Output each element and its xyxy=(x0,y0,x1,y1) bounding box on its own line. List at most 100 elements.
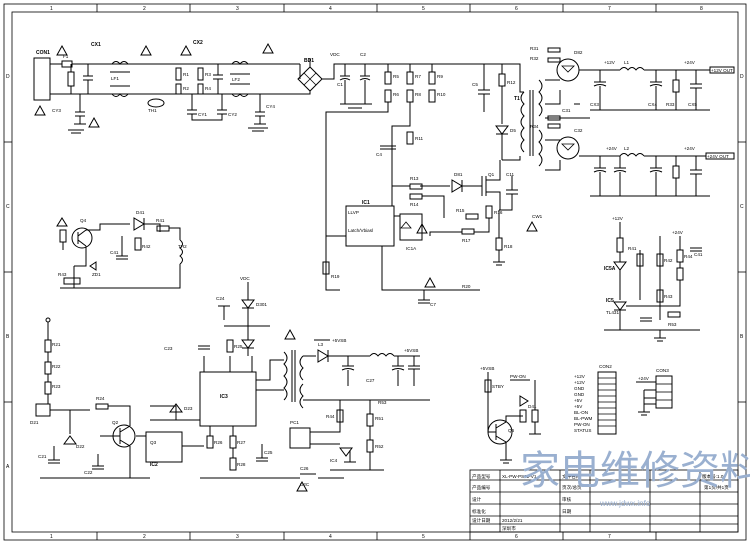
label-d22: D22 xyxy=(76,444,85,449)
safety-warning-icon xyxy=(34,104,46,116)
title-cell: 文件名称 xyxy=(562,473,581,480)
label-r2: R2 xyxy=(183,86,189,91)
safety-warning-icon xyxy=(526,220,538,232)
label-lf2: LF2 xyxy=(232,77,240,82)
zone-row-a: A xyxy=(6,464,10,470)
title-cell: 设计 xyxy=(472,496,482,503)
zone-row-d-right: D xyxy=(740,74,744,80)
con2-pin: STATUS xyxy=(574,428,591,433)
diode-d41 xyxy=(133,217,145,231)
con2-pin: PW-ON xyxy=(574,422,590,427)
label-r4: R4 xyxy=(205,86,211,91)
label-q3: Q3 xyxy=(150,440,157,445)
label-r25: R25 xyxy=(234,344,243,349)
zone-col-7-bottom: 7 xyxy=(608,534,611,540)
title-block: 产品型号 XL-PW-PS01-V1 文件名称 产品编号 页次/总页 第1页/共… xyxy=(469,469,739,533)
label-tl431: TL431 xyxy=(606,310,619,315)
shunt-tl431 xyxy=(613,301,627,311)
choke-lf2-top xyxy=(231,61,249,65)
zone-col-1: 1 xyxy=(50,6,53,12)
inductor-l1 xyxy=(619,67,645,71)
label-ic1: IC1 xyxy=(362,200,370,206)
label-r14: R14 xyxy=(410,202,419,207)
label-c27: C27 xyxy=(366,378,375,383)
label-r5: R5 xyxy=(393,74,399,79)
bridge-d21 xyxy=(35,403,51,417)
zone-col-6-bottom: 6 xyxy=(515,534,518,540)
label-th2: TH2 xyxy=(178,244,187,249)
label-r44b: R44 xyxy=(684,254,693,259)
zener-zd1 xyxy=(89,261,97,271)
label-r7: R7 xyxy=(415,74,421,79)
label-r51: R51 xyxy=(375,416,384,421)
label-d-pfc: D301 xyxy=(256,302,267,307)
label-c11: C11 xyxy=(506,172,515,177)
diode-d23 xyxy=(169,403,183,413)
title-cell: 产品编号 xyxy=(472,484,491,491)
label-llvp: LLVP xyxy=(348,210,359,215)
label-pc1: PC1 xyxy=(290,420,299,425)
label-r28: R28 xyxy=(237,462,246,467)
emi-filter-section: CON1 F1 CX1 LF1 TH1 R1 R2 R3 R4 xyxy=(33,40,300,134)
safety-warning-icon xyxy=(284,328,296,340)
label-v24v-fb: +24V xyxy=(672,230,684,235)
label-con3: CON3 xyxy=(656,368,669,373)
label-d81: D81 xyxy=(454,172,463,177)
con2-pin: +5V xyxy=(574,398,583,403)
label-q1: Q1 xyxy=(488,172,495,177)
con2-pins: +12V +12V GND GND +5V +5V BL-ON BL-PWM P… xyxy=(574,374,593,433)
zone-col-3: 3 xyxy=(236,6,239,12)
zone-row-c-right: C xyxy=(740,204,744,210)
label-r17: R17 xyxy=(462,238,471,243)
thermistor-th2 xyxy=(179,239,183,265)
label-r11: R11 xyxy=(415,136,424,141)
label-c41b: C41 xyxy=(694,252,703,257)
label-v12v-fb: +12V xyxy=(612,216,624,221)
label-zd1: ZD1 xyxy=(92,272,101,277)
title-cell: 标准化 xyxy=(472,508,486,515)
label-con1: CON1 xyxy=(36,50,50,56)
controller-ic1 xyxy=(345,205,395,247)
label-latch: Latch/Vbiasl xyxy=(348,228,373,233)
output-terminal-12v xyxy=(709,66,735,74)
zone-row-d: D xyxy=(6,74,10,80)
label-r52: R52 xyxy=(375,444,384,449)
watermark-text: 家电维修资料网 xyxy=(520,448,750,494)
label-cx4: CX4 xyxy=(648,102,657,107)
controller-ic3 xyxy=(199,371,257,427)
con2-pin: +12V xyxy=(574,380,586,385)
con2-pin: +12V xyxy=(574,374,586,379)
shunt-ic4 xyxy=(339,447,353,457)
label-bd1: BD1 xyxy=(304,58,314,64)
label-v24v-out: +24V OUT xyxy=(707,154,729,159)
label-r20: R20 xyxy=(462,284,471,289)
title-date-value: 2012/2/21 xyxy=(502,518,523,523)
label-r9: R9 xyxy=(437,74,443,79)
feedback-regulator-section: +12V IC5A IC5 TL431 R41 R42 R43 +24V R44… xyxy=(604,216,703,342)
label-r32: R32 xyxy=(530,56,539,61)
label-r13: R13 xyxy=(410,176,419,181)
label-r16: R16 xyxy=(494,210,503,215)
resonant-controller-section: IC1 LLVP Latch/Vbiasl IC1A R20 C7 R19 C5… xyxy=(284,63,543,340)
label-cx2: CX2 xyxy=(193,40,203,46)
zone-row-b: B xyxy=(6,334,10,340)
label-t1: T1 xyxy=(514,96,520,102)
label-r42b: R42 xyxy=(664,258,673,263)
watermark-url: www.jdwx.info xyxy=(599,499,651,508)
optocoupler-pc1 xyxy=(289,427,311,449)
title-cell: 第1页/共1页 xyxy=(704,484,729,491)
title-company: 深圳市 xyxy=(502,525,516,532)
con3-pin: +24V xyxy=(638,376,650,381)
title-cell: 审核 xyxy=(562,496,572,503)
label-c23: C23 xyxy=(164,346,173,351)
optocoupler-ic1a xyxy=(399,213,423,241)
safety-warning-icon xyxy=(140,44,152,56)
choke-lf1-top xyxy=(111,61,129,65)
con2-pin: BL-PWM xyxy=(574,416,593,421)
diode-d5 xyxy=(495,125,509,135)
label-r15: R15 xyxy=(456,208,465,213)
label-c31: C31 xyxy=(562,108,571,113)
label-q6: Q6 xyxy=(508,428,515,433)
zone-col-1-bottom: 1 xyxy=(50,534,53,540)
